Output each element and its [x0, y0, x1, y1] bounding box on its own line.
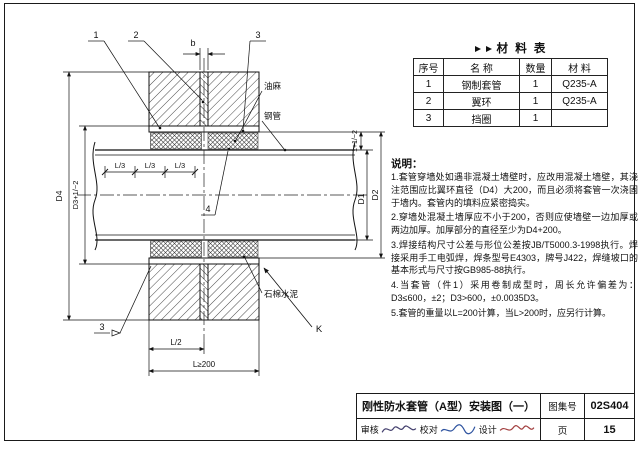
dim-l-half: L/2 — [148, 320, 205, 376]
signature-strip: 审核 校对 设计 — [357, 419, 540, 440]
cell-name: 挡圈 — [443, 109, 520, 127]
note-item: 3.焊接结构尺寸公差与形位公差按JB/T5000.3-1998执行。焊接采用手工… — [391, 239, 638, 276]
atlas-number-label: 图集号 — [540, 394, 584, 418]
cell-name: 钢制套管 — [443, 75, 520, 93]
item-callouts: 1 2 3 4 — [88, 30, 266, 216]
table-row: 2 翼环 1 Q235-A — [413, 92, 608, 110]
section-k-label: K — [316, 324, 323, 335]
cell-name: 翼环 — [443, 92, 520, 110]
callout-4: 4 — [205, 204, 210, 214]
table-row: 3 挡圈 1 — [413, 109, 608, 127]
dim-b-label: b — [190, 38, 195, 48]
right-extension-lines — [259, 131, 385, 259]
cell-no: 2 — [413, 92, 444, 110]
title-block-row-1: 刚性防水套管（A型）安装图（一） 图集号 02S404 — [357, 394, 634, 419]
callout-3: 3 — [255, 30, 260, 40]
notes-list: 1.套管穿墙处如遇非混凝土墙壁时，应改用混凝土墙壁，其浇注范围应比翼环直径（D4… — [391, 171, 638, 321]
dim-l-min-label: L≥200 — [193, 360, 216, 369]
dim-l-min: L≥200 — [148, 320, 260, 376]
steel-pipe-lines — [95, 149, 355, 241]
dim-l-half-label: L/2 — [170, 338, 182, 347]
dim-d1-label: D1 — [356, 193, 366, 204]
cell-material: Q235-A — [551, 75, 608, 93]
reviewer-signature — [381, 425, 417, 433]
dim-d3-label: D3+1/~2 — [71, 181, 80, 210]
col-header-qty: 数量 — [519, 58, 552, 76]
cell-qty: 1 — [519, 109, 552, 127]
dim-gap-label: 1+1/~2 — [352, 130, 359, 152]
label-steel-pipe: 钢管 — [264, 111, 281, 121]
dim-d4-label: D4 — [54, 190, 64, 201]
note-item: 2.穿墙处混凝土墙厚应不小于200，否则应使墙壁一边加厚或两边加厚。加厚部分的直… — [391, 212, 638, 236]
label-oakum: 油麻 — [264, 81, 282, 91]
materials-table-header-row: 序号 名 称 数量 材 料 — [413, 58, 608, 76]
dim-l3-label-2: L/3 — [145, 161, 155, 170]
materials-table-title-text: 材 料 表 — [496, 43, 548, 55]
dim-gap: 1+1/~2 — [352, 130, 363, 152]
drawing-sheet: b D4 D3+1/~2 1+1/~2 — [4, 3, 638, 441]
weld-callout-3: 3 — [94, 265, 152, 337]
centerlines — [77, 58, 367, 342]
installation-drawing: b D4 D3+1/~2 1+1/~2 — [54, 30, 385, 376]
title-marker-icon — [474, 45, 484, 52]
cell-material — [551, 109, 608, 127]
designer-signature — [499, 425, 535, 431]
dim-d4: D4 — [54, 71, 149, 321]
dim-d3: D3+1/~2 — [71, 125, 149, 265]
col-header-no: 序号 — [413, 58, 444, 76]
note-item: 4.当套管（件1）采用卷制成型时，周长允许偏差为：D3≤600，±2；D3>60… — [391, 280, 638, 303]
title-block: 刚性防水套管（A型）安装图（一） 图集号 02S404 审核 校对 设计 页 1… — [356, 393, 634, 440]
reviewer-label: 审核 — [360, 425, 379, 435]
designer-label: 设计 — [478, 425, 497, 435]
dim-d1: D1 — [356, 149, 369, 241]
packing-crosshatch — [150, 132, 259, 258]
drawing-title: 刚性防水套管（A型）安装图（一） — [362, 401, 535, 413]
cell-no: 3 — [413, 109, 444, 127]
label-asbestos-cement: 石棉水泥 — [264, 289, 299, 299]
section-k-arrow: K — [263, 267, 323, 335]
weld-callout-3-label: 3 — [99, 322, 104, 332]
notes-title: 说明： — [391, 158, 423, 170]
dim-b: b — [183, 38, 225, 70]
table-row: 1 钢制套管 1 Q235-A — [413, 75, 608, 93]
part-labels: 油麻 钢管 石棉水泥 — [233, 81, 299, 299]
title-block-row-2: 审核 校对 设计 页 15 — [357, 419, 634, 440]
dim-l3-label-1: L/3 — [115, 161, 125, 170]
dim-l3-label-3: L/3 — [175, 161, 185, 170]
col-header-name: 名 称 — [443, 58, 520, 76]
dim-d2: D2 — [370, 131, 383, 259]
materials-table: 序号 名 称 数量 材 料 1 钢制套管 1 Q235-A 2 翼环 1 Q23… — [413, 58, 608, 127]
note-item: 5.套管的重量以L=200计算，当L>200时，应另行计算。 — [391, 307, 612, 318]
title-marker-icon — [485, 45, 495, 52]
checker-signature — [440, 424, 476, 435]
cell-qty: 1 — [519, 92, 552, 110]
cell-no: 1 — [413, 75, 444, 93]
col-header-material: 材 料 — [551, 58, 608, 76]
materials-table-title: 材 料 表 — [413, 40, 609, 56]
weld-symbol-icon — [111, 329, 121, 337]
note-item: 1.套管穿墙处如遇非混凝土墙壁时，应改用混凝土墙壁，其浇注范围应比翼环直径（D4… — [391, 172, 638, 208]
cell-qty: 1 — [519, 75, 552, 93]
checker-label: 校对 — [419, 425, 438, 435]
dim-l3: L/3 L/3 L/3 — [101, 161, 199, 178]
atlas-number-value: 02S404 — [584, 394, 634, 418]
callout-1: 1 — [93, 30, 98, 40]
cell-material: Q235-A — [551, 92, 608, 110]
page-label: 页 — [540, 419, 584, 440]
callout-2: 2 — [133, 30, 138, 40]
pipe-break-lines — [92, 141, 358, 251]
page-number: 15 — [584, 419, 634, 440]
dim-d2-label: D2 — [370, 189, 380, 200]
